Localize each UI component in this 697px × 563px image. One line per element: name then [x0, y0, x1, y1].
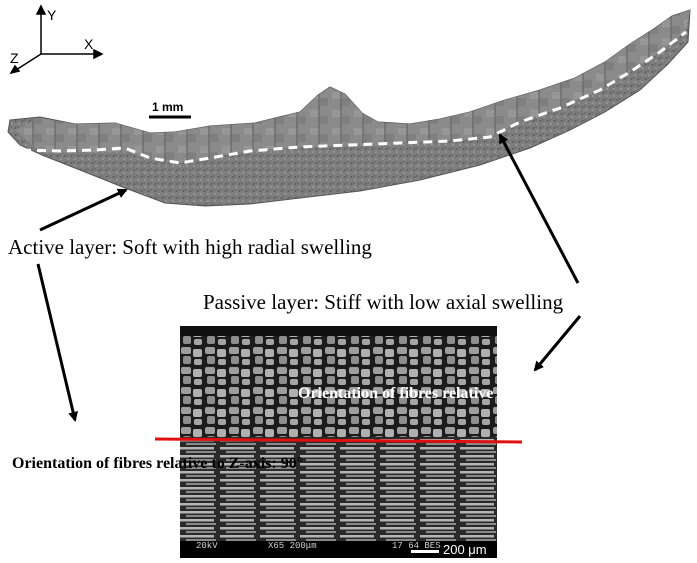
- specimen-scale-label: 1 mm: [152, 100, 184, 114]
- x-axis-label: X: [84, 36, 94, 52]
- sem-footer-kv: 20kV: [196, 541, 218, 551]
- arrow-passive-to-0: [533, 315, 582, 372]
- active-layer-caption: Active layer: Soft with high radial swel…: [8, 235, 372, 259]
- arrow-passive-layer: [498, 133, 580, 284]
- axes-diagram: [9, 4, 104, 75]
- y-axis-label: Y: [47, 7, 57, 23]
- passive-layer-region: [15, 10, 690, 163]
- arrow-active-to-90: [36, 263, 79, 422]
- layer-boundary: [21, 30, 687, 165]
- passive-layer-caption: Passive layer: Stiff with low axial swel…: [203, 290, 564, 314]
- sem-scale-bar: [411, 550, 439, 553]
- sem-scale-label: 200 μm: [443, 542, 487, 557]
- sem-footer-id: 17 64 BES: [392, 541, 441, 551]
- specimen-cross-section: [7, 9, 691, 207]
- orientation-0-caption: Orientation of fibres relative to Z-axis…: [298, 385, 582, 402]
- sem-footer-mag: X65 200μm: [268, 541, 317, 551]
- z-axis-label: Z: [10, 50, 19, 66]
- arrow-active-layer: [39, 188, 128, 232]
- orientation-90-caption: Orientation of fibres relative to Z-axis…: [12, 455, 304, 472]
